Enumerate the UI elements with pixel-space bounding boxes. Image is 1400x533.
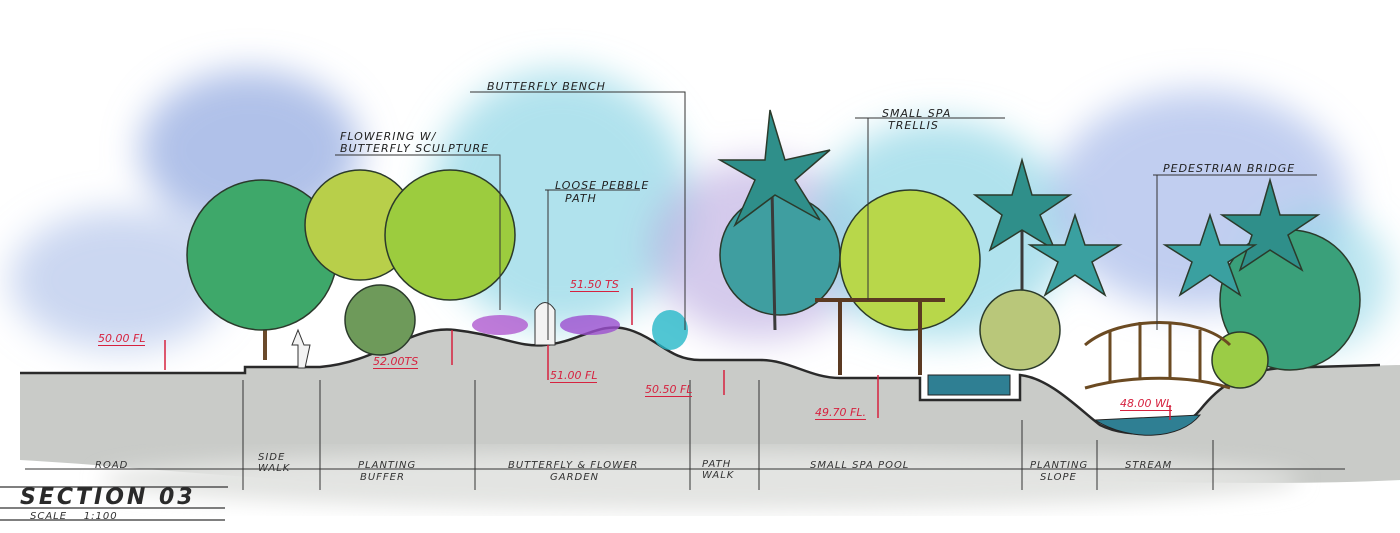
zone-stream: STREAM <box>1125 460 1173 471</box>
elevation-road: 50.00 FL <box>98 332 146 346</box>
zone-sidewalk-line2: WALK <box>258 463 291 474</box>
leader-lines <box>335 91 1317 340</box>
trellis <box>815 298 945 375</box>
zone-pool: SMALL SPA POOL <box>810 460 910 471</box>
callout-flowering: FLOWERING W/ <box>340 130 437 143</box>
section-title: SECTION 03 <box>20 485 196 510</box>
callout-pebble-path-line2: PATH <box>565 192 597 205</box>
zone-buffer: PLANTING <box>358 460 417 471</box>
zone-garden: BUTTERFLY & FLOWER <box>508 460 639 471</box>
elevation-stream: 48.00 WL <box>1120 397 1172 411</box>
elevation-pebble-path: 51.00 FL <box>550 369 598 383</box>
elevation-markers <box>164 288 1171 420</box>
zone-path: PATH <box>702 459 732 470</box>
zone-buffer-line2: BUFFER <box>360 472 405 483</box>
scale-value: 1:100 <box>83 511 118 522</box>
zone-slope-line2: SLOPE <box>1040 472 1077 483</box>
elevation-mound-2: 51.50 TS <box>570 278 619 292</box>
sculptures <box>291 302 556 369</box>
zone-road: ROAD <box>95 460 129 471</box>
pool <box>927 374 1011 396</box>
trees <box>186 109 1361 389</box>
zone-sidewalk: SIDE <box>258 452 286 463</box>
callout-pebble-path: LOOSE PEBBLE <box>555 179 650 192</box>
callout-trellis: SMALL SPA <box>882 107 952 120</box>
elevation-spa: 49.70 FL. <box>815 406 866 420</box>
callout-trellis-line2: TRELLIS <box>888 119 939 132</box>
dimension-line <box>25 380 1345 490</box>
flower-beds <box>472 310 688 350</box>
elevation-path-walk: 50.50 FL <box>645 383 693 397</box>
title-rules <box>0 486 228 521</box>
zone-slope: PLANTING <box>1030 460 1089 471</box>
callout-pedestrian-bridge: PEDESTRIAN BRIDGE <box>1163 162 1296 175</box>
callout-flowering-line2: BUTTERFLY SCULPTURE <box>340 142 490 155</box>
scale-label: SCALE 1:100 <box>30 511 118 522</box>
pedestrian-bridge <box>1084 321 1232 390</box>
callout-butterfly-bench: BUTTERFLY BENCH <box>487 80 606 93</box>
zone-garden-line2: GARDEN <box>550 472 600 483</box>
scale-label-text: SCALE <box>30 511 68 522</box>
stream-water <box>1093 414 1202 436</box>
zone-path-line2: WALK <box>702 470 735 481</box>
elevation-mound-1: 52.00TS <box>373 355 419 369</box>
